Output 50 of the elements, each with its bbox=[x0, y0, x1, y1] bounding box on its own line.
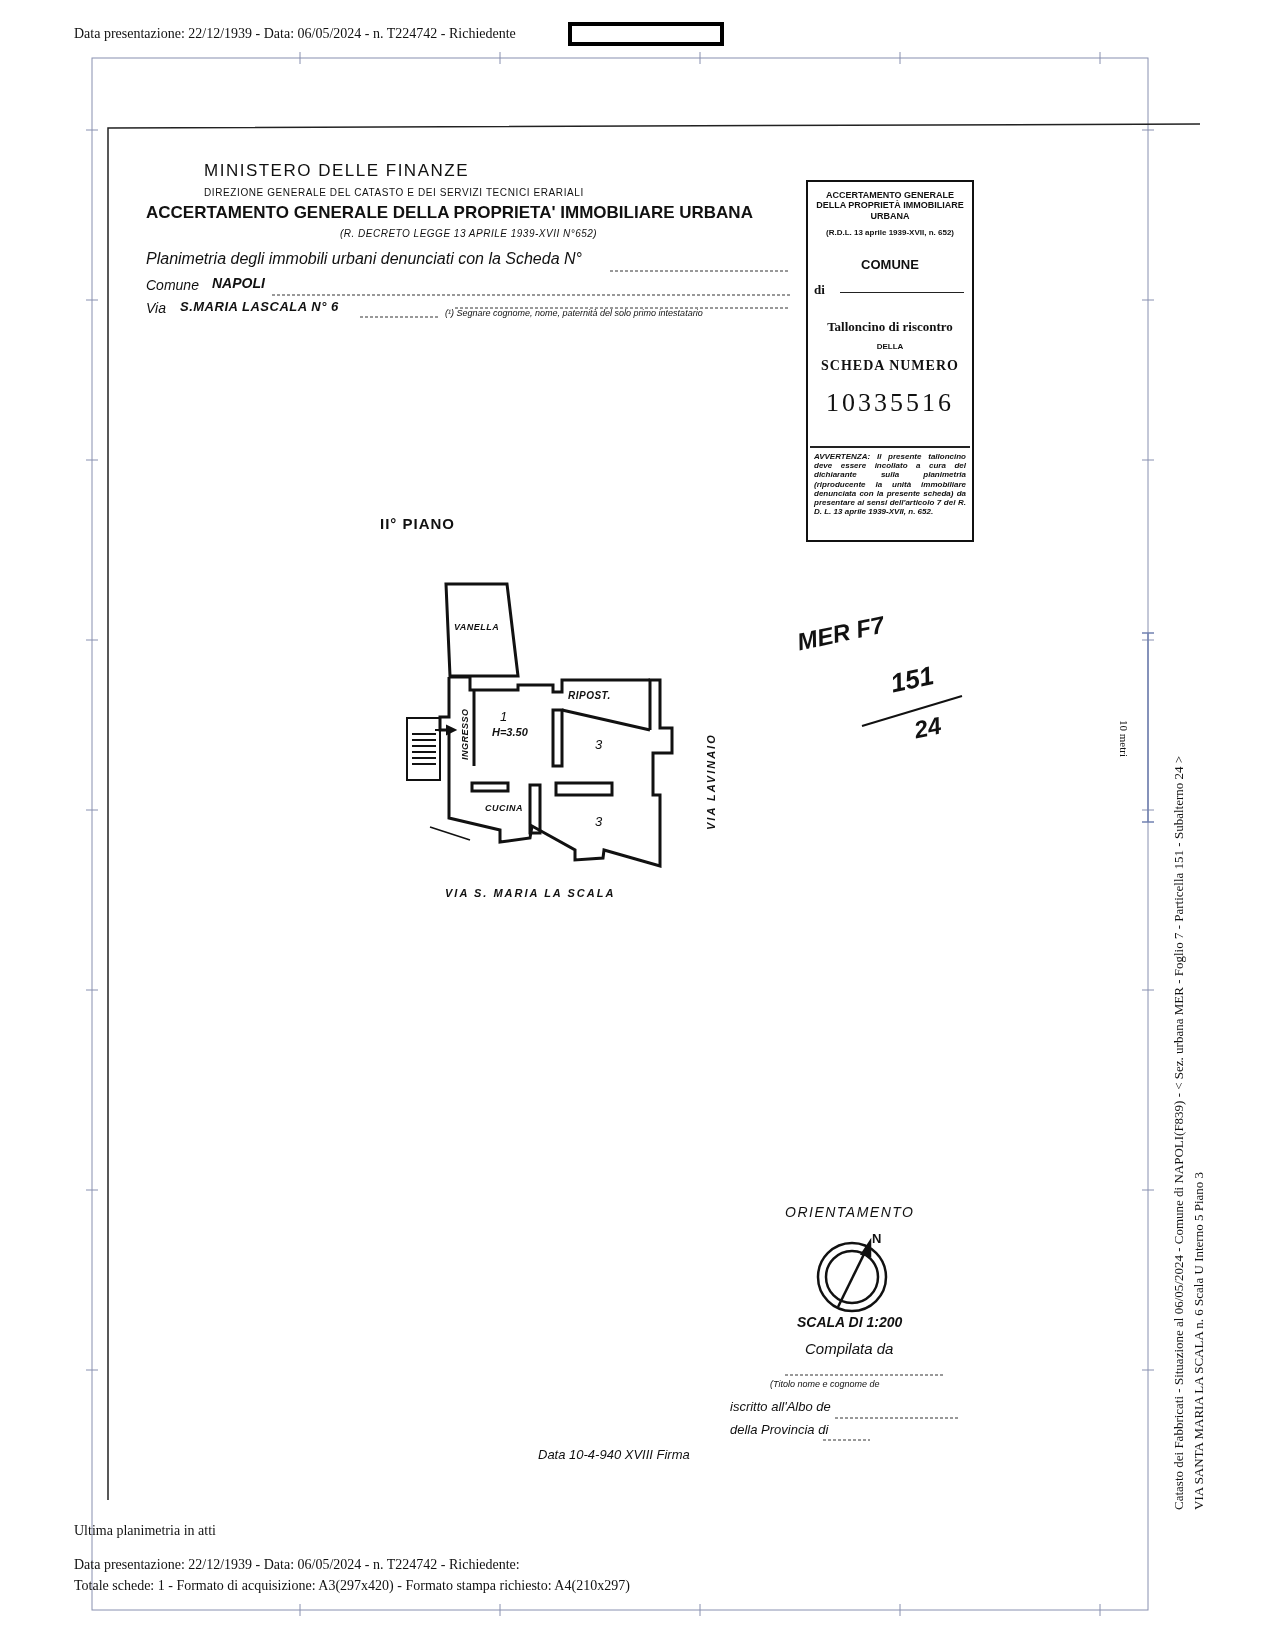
side-note: Catasto dei Fabbricati - Situazione al 06/05/2024 - Comune di NAPOLI(F839) - < Sez. urbana MER - Foglio 7 - Particella 151 - Subalterno 24 > bbox=[1172, 755, 1187, 1510]
scale-label: 10 metri bbox=[1117, 720, 1130, 757]
notice-text: AVVERTENZA: Il presente talloncino deve essere incollato a cura del dichiarante sulla planimetria (riproducente la unità immobiliare denunciata con la presente scheda) da presentare ai sensi dell'articolo 7 del R. D. L. 13 aprile 1939-XVII, n. 652. bbox=[814, 452, 966, 517]
stub-heading: DELLA bbox=[875, 342, 905, 352]
form-field-label: Compilata da bbox=[805, 1341, 894, 1358]
handwritten-note: MER F7 bbox=[795, 611, 887, 656]
handwritten-entry: NAPOLI bbox=[212, 276, 265, 292]
handwritten-entry: S.MARIA LASCALA N° 6 bbox=[180, 300, 339, 315]
receipt-stub-box bbox=[806, 180, 974, 542]
footer-text: Data presentazione: 22/12/1939 - Data: 06/05/2024 - n. T224742 - Richiedente: bbox=[74, 1557, 520, 1573]
street-name: VIA S. MARIA LA SCALA bbox=[445, 887, 616, 900]
form-title: ACCERTAMENTO GENERALE DELLA PROPRIETA' IMMOBILIARE URBANA bbox=[146, 204, 753, 223]
header-text: Data presentazione: 22/12/1939 - Data: 06/05/2024 - n. T224742 - Richiedente bbox=[74, 26, 516, 42]
form-field-label: Comune bbox=[146, 278, 199, 294]
form-field-label: Via bbox=[146, 301, 166, 317]
scale-label: SCALA DI 1:200 bbox=[797, 1315, 903, 1331]
footer-text: Totale schede: 1 - Formato di acquisizione: A3(297x420) - Formato stampa richiesto: A4(210x297) bbox=[74, 1578, 630, 1594]
serial-number: 10335516 bbox=[825, 388, 955, 418]
stub-heading: ACCERTAMENTO GENERALE DELLA PROPRIETÀ IMMOBILIARE URBANA bbox=[815, 190, 965, 222]
room-label: INGRESSO bbox=[461, 708, 471, 760]
room-number: 3 bbox=[595, 815, 603, 830]
compass-label: N bbox=[872, 1232, 882, 1247]
form-field-label: Planimetria degli immobili urbani denunciati con la Scheda N° bbox=[146, 250, 582, 268]
form-field-label: di bbox=[814, 283, 825, 298]
stub-heading: SCHEDA NUMERO bbox=[820, 358, 960, 375]
room-number: 1 bbox=[500, 710, 508, 725]
room-label: VANELLA bbox=[454, 622, 500, 632]
section-heading: ORIENTAMENTO bbox=[785, 1205, 915, 1221]
handwritten-note: 151 bbox=[888, 661, 937, 698]
form-field-label: Data 10-4-940 XVIII Firma bbox=[538, 1448, 690, 1463]
form-field-label: della Provincia di bbox=[730, 1423, 829, 1438]
room-number: 3 bbox=[595, 738, 603, 753]
handwritten-note: 24 bbox=[912, 712, 944, 744]
stub-heading: Talloncino di riscontro bbox=[826, 320, 954, 335]
room-label: RIPOST. bbox=[568, 690, 611, 701]
decree-reference: (R. DECRETO LEGGE 13 APRILE 1939-XVII N°652) bbox=[340, 228, 598, 239]
department-name: DIREZIONE GENERALE DEL CATASTO E DEI SERVIZI TECNICI ERARIALI bbox=[204, 187, 584, 198]
courtyard-room bbox=[444, 582, 520, 678]
footnote: (¹) Segnare cognome, nome, paternità del solo primo intestatario bbox=[445, 309, 703, 319]
decree-reference: (R.D.L. 13 aprile 1939-XVII, n. 652) bbox=[824, 228, 956, 238]
stub-heading: COMUNE bbox=[860, 258, 920, 273]
ministry-name: MINISTERO DELLE FINANZE bbox=[204, 162, 469, 181]
height-label: H=3.50 bbox=[492, 726, 528, 739]
form-field-label: (Titolo nome e cognome de bbox=[770, 1380, 880, 1390]
room-label: CUCINA bbox=[485, 804, 523, 814]
street-name: VIA LAVINAIO bbox=[705, 733, 718, 830]
form-field-label: iscritto all'Albo de bbox=[730, 1400, 831, 1415]
side-note: VIA SANTA MARIA LA SCALA n. 6 Scala U Interno 5 Piano 3 bbox=[1192, 1171, 1207, 1510]
floor-label: II° PIANO bbox=[380, 516, 455, 533]
footer-text: Ultima planimetria in atti bbox=[74, 1523, 216, 1539]
